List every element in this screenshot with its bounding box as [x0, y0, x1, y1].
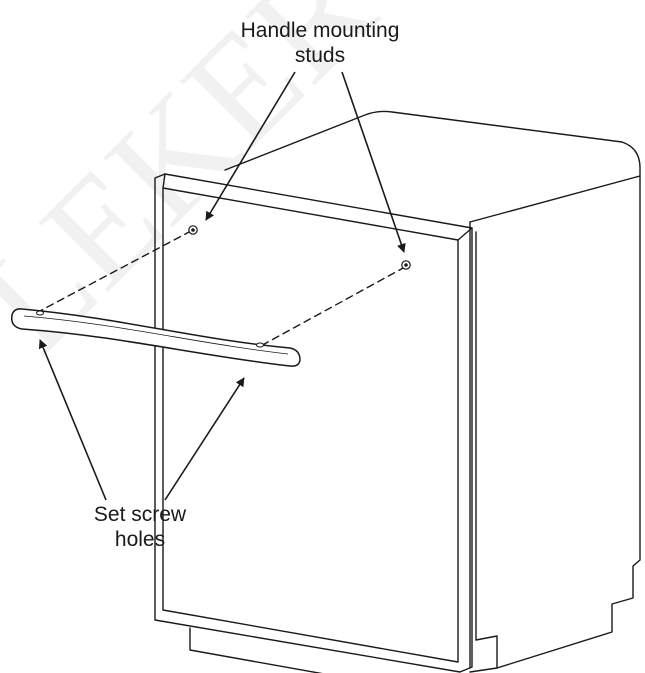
door-panel-edge-top	[162, 173, 166, 189]
door-panel-inner	[162, 187, 459, 663]
cabinet-top-back-edge	[469, 175, 641, 223]
alignment-line-left	[37, 230, 192, 313]
set-screw-hole-icon	[36, 310, 44, 316]
arrow-hole-right	[164, 377, 245, 501]
set-screw-hole-icon	[256, 342, 264, 348]
label-line: Set screw	[93, 503, 187, 526]
toe-kick-right	[475, 635, 498, 669]
alignment-line-right	[256, 266, 406, 349]
toe-kick	[189, 627, 323, 673]
cabinet-side	[469, 175, 641, 673]
door-handle	[10, 308, 301, 367]
stud-icon	[401, 260, 411, 270]
arrow-stud-left	[205, 71, 296, 221]
label-line: studs	[294, 44, 346, 67]
handle-mounting-studs-label: Handle mounting studs	[205, 18, 435, 68]
door-panel-edge-right	[457, 227, 473, 241]
set-screw-holes-label: Set screw holes	[40, 502, 240, 552]
door-panel-outer	[154, 173, 473, 673]
stud-icon	[188, 225, 198, 235]
arrow-stud-right	[341, 71, 406, 253]
door-handle-highlight	[23, 315, 289, 355]
label-line: holes	[114, 528, 166, 551]
arrow-hole-left	[38, 339, 107, 501]
cabinet-top	[224, 110, 641, 177]
label-line: Handle mounting	[240, 19, 400, 42]
